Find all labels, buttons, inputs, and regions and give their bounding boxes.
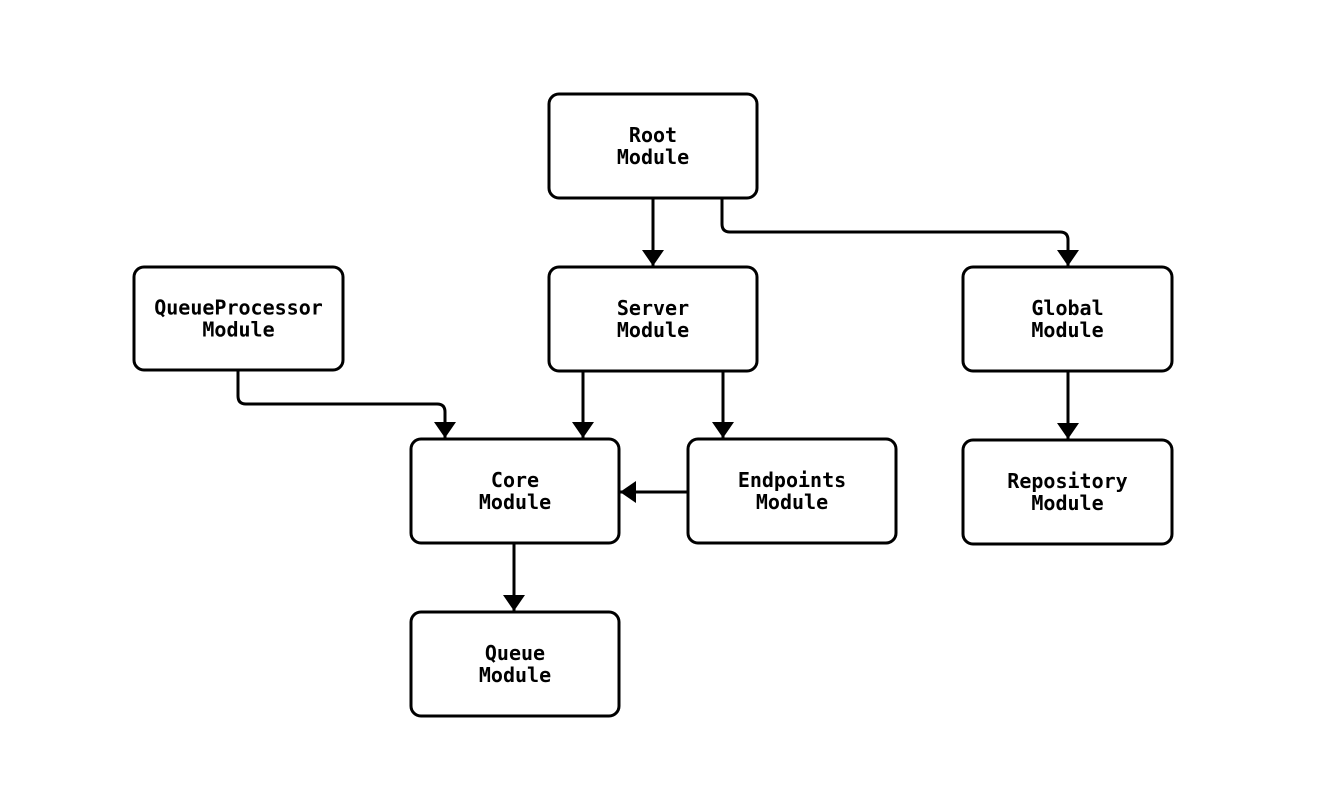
edge-root-to-global	[720, 198, 1079, 266]
node-queueprocessor-box	[132, 265, 345, 372]
node-root-box	[547, 92, 759, 200]
node-repository-box	[961, 438, 1174, 546]
node-global-box	[961, 265, 1174, 373]
node-core-box	[409, 437, 621, 545]
edge-queueprocessor-to-core	[236, 371, 456, 438]
node-queue-box	[409, 610, 621, 718]
node-server-box	[547, 265, 759, 373]
node-endpoints-box	[686, 437, 898, 545]
